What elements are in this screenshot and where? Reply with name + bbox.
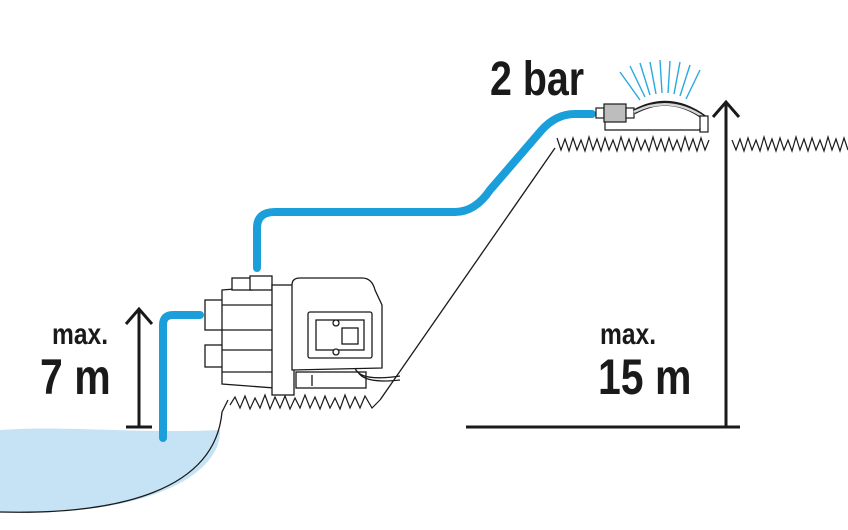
grass-upper-right (731, 134, 848, 153)
delivery-hose (253, 110, 596, 272)
pressure-label: 2 bar (490, 53, 585, 106)
delivery-height-prefix: max. (600, 318, 657, 351)
slope-line (379, 147, 556, 401)
arrow-up-icon (124, 306, 154, 325)
arrow-up-icon (711, 99, 741, 118)
suction-height-prefix: max. (52, 318, 109, 351)
garden-pump (204, 275, 401, 396)
water-basin-edge (0, 399, 229, 513)
grass-lower (229, 393, 381, 411)
sprinkler (595, 100, 709, 133)
suction-height-value: 7 m (40, 349, 111, 405)
suction-hose (159, 311, 204, 442)
spray-icon (619, 59, 701, 101)
grass-upper (556, 134, 710, 153)
water-source (0, 428, 221, 512)
delivery-height-value: 15 m (598, 349, 692, 405)
